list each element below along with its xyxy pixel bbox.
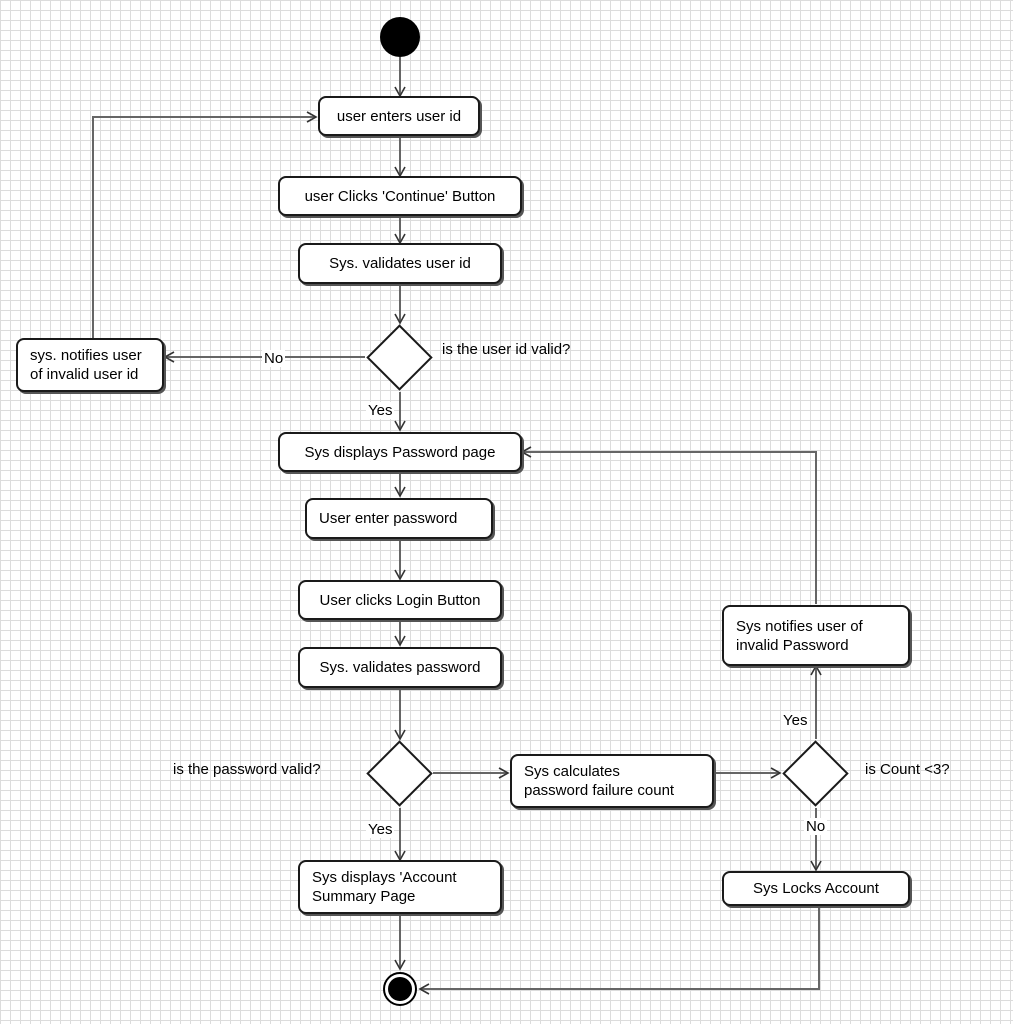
node-notify-invalid-password: Sys notifies user of invalid Password <box>722 605 910 666</box>
node-enter-password-label: User enter password <box>319 510 458 527</box>
node-notify-invalid-user-label: sys. notifies user of invalid user id <box>30 347 142 383</box>
edge-label-user-no: No <box>262 350 286 367</box>
decision-count-check-label: is Count <3? <box>865 761 950 778</box>
node-calc-failure-count: Sys calculates password failure count <box>510 754 714 808</box>
node-click-login-label: User clicks Login Button <box>319 591 481 609</box>
edge-label-count-yes: Yes <box>781 712 810 729</box>
edge-notify-pw-back <box>520 446 817 604</box>
node-lock-account-label: Sys Locks Account <box>753 880 879 897</box>
node-display-password-page-label: Sys displays Password page <box>304 443 496 461</box>
node-enter-password: User enter password <box>305 498 493 539</box>
node-click-login: User clicks Login Button <box>298 580 502 620</box>
node-calc-failure-count-label: Sys calculates password failure count <box>524 763 675 799</box>
node-enter-user-id-label: user enters user id <box>336 107 462 125</box>
end-node-dot <box>388 977 412 1001</box>
node-display-password-page: Sys displays Password page <box>278 432 522 472</box>
node-display-account-summary-label: Sys displays 'Account Summary Page <box>312 869 457 905</box>
node-notify-invalid-user: sys. notifies user of invalid user id <box>16 338 164 392</box>
start-node <box>380 17 420 57</box>
decision-password-valid-label: is the password valid? <box>173 761 321 778</box>
decision-user-id-valid-label: is the user id valid? <box>442 341 571 358</box>
node-click-continue-label: user Clicks 'Continue' Button <box>304 187 496 205</box>
edge-lock-to-end <box>418 906 820 995</box>
node-validate-password-label: Sys. validates password <box>319 659 481 676</box>
node-click-continue: user Clicks 'Continue' Button <box>278 176 522 216</box>
node-validate-user-id: Sys. validates user id <box>298 243 502 284</box>
edge-label-count-no: No <box>804 818 828 835</box>
node-validate-user-id-label: Sys. validates user id <box>329 255 471 272</box>
edge-notify-back-to-enter <box>92 111 318 338</box>
node-validate-password: Sys. validates password <box>298 647 502 688</box>
node-display-account-summary: Sys displays 'Account Summary Page <box>298 860 502 914</box>
node-lock-account: Sys Locks Account <box>722 871 910 906</box>
node-enter-user-id: user enters user id <box>318 96 480 136</box>
node-notify-invalid-password-label: Sys notifies user of invalid Password <box>736 617 863 654</box>
edge-label-user-yes: Yes <box>366 402 395 419</box>
edge-label-pw-yes: Yes <box>366 821 395 838</box>
